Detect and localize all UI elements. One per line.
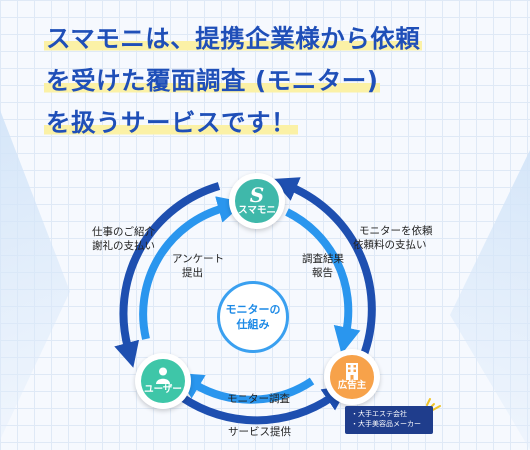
building-icon: [345, 363, 358, 381]
label-reward-payment: 謝礼の支払い: [92, 240, 155, 252]
client-examples-box: ・大手エステ会社 ・大手美容品メーカー: [345, 406, 433, 434]
outer-arrow-sumamoni-to-user: [114, 182, 221, 368]
headline-line-3: を扱うサービスです！: [44, 108, 298, 137]
label-monitor-survey: モニター調査: [227, 393, 290, 405]
label-service-provision: サービス提供: [228, 426, 291, 438]
headline-line-2: を受けた覆面調査 (モニター): [44, 66, 381, 95]
center-badge: モニターの 仕組み: [217, 281, 289, 353]
inner-arrow-user-to-sumamoni: [139, 196, 245, 340]
inner-arrow-sumamoni-to-client: [285, 208, 361, 355]
label-job-intro: 仕事のご紹介: [92, 226, 155, 238]
node-client: 広告主: [324, 349, 380, 405]
outer-arrow-client-to-sumamoni: [272, 177, 376, 359]
node-sumamoni: S スマモニ: [229, 173, 285, 229]
label-results-report-2: 報告: [312, 267, 333, 279]
node-user: ユーザー: [135, 353, 191, 409]
client-example-1: ・大手エステ会社: [351, 410, 407, 418]
node-sumamoni-label: スマモニ: [238, 205, 276, 217]
label-results-report-1: 調査結果: [302, 253, 344, 265]
sumamoni-logo-icon: S: [249, 183, 265, 208]
label-fee-payment: 依頼料の支払い: [353, 239, 427, 251]
label-monitor-request: モニターを依頼: [359, 225, 433, 237]
label-survey-submit-1: アンケート: [172, 253, 225, 265]
client-example-2: ・大手美容品メーカー: [351, 420, 421, 428]
outer-arrow-user-to-client: [180, 385, 349, 425]
center-badge-line-1: モニターの: [225, 303, 281, 316]
center-badge-line-2: 仕組み: [236, 318, 270, 331]
person-icon: [155, 367, 170, 385]
headline-line-1: スマモニは、提携企業様から依頼: [44, 24, 423, 53]
node-user-label: ユーザー: [144, 384, 182, 396]
node-client-label: 広告主: [337, 380, 367, 392]
headline: スマモニは、提携企業様から依頼 を受けた覆面調査 (モニター) を扱うサービスで…: [44, 18, 423, 144]
label-survey-submit-2: 提出: [182, 267, 203, 279]
inner-arrow-client-to-user: [175, 372, 315, 404]
